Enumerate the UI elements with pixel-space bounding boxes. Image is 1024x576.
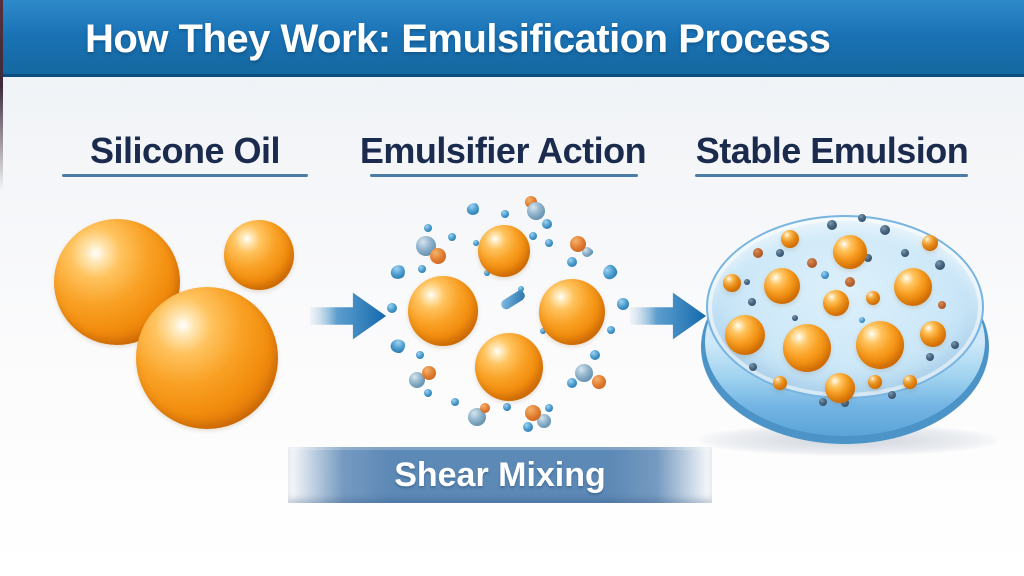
emulsion-particle — [753, 248, 763, 258]
emulsion-particle — [926, 353, 934, 361]
emulsion-particle — [903, 375, 917, 389]
shear-mixing-label: Shear Mixing — [394, 456, 606, 494]
emulsifier-particle — [503, 403, 511, 411]
oil-droplet — [136, 287, 278, 429]
emulsifier-particle — [473, 240, 479, 246]
emulsifier-particle — [545, 239, 553, 247]
emulsifier-particle — [527, 202, 545, 220]
emulsion-particle — [833, 235, 867, 269]
emulsifier-particle — [448, 233, 456, 241]
emulsion-particle — [781, 230, 799, 248]
emulsifier-particle — [567, 378, 577, 388]
emulsion-particle — [725, 315, 765, 355]
left-edge-artifact — [0, 0, 3, 190]
emulsifier-particle — [590, 350, 600, 360]
emulsifier-particle — [388, 336, 408, 356]
title-banner: How They Work: Emulsification Process — [0, 0, 1024, 77]
section-underline — [370, 174, 638, 177]
emulsion-particle — [823, 290, 849, 316]
oil-droplet — [224, 220, 294, 290]
emulsifier-particle — [601, 263, 619, 281]
emulsifier-particle — [465, 201, 481, 217]
emulsifier-particle — [418, 265, 426, 273]
emulsion-particle — [894, 268, 932, 306]
arrow-right-icon — [630, 292, 707, 340]
emulsion-particle — [901, 249, 909, 257]
section-underline — [695, 174, 968, 177]
emulsifier-particle — [499, 288, 527, 312]
emulsifier-particle — [484, 270, 490, 276]
emulsifier-particle — [409, 372, 425, 388]
emulsifier-particle — [478, 225, 530, 277]
emulsifier-particle — [539, 279, 605, 345]
emulsifier-particle — [475, 333, 543, 401]
emulsifier-particle — [518, 286, 524, 292]
emulsion-particle — [773, 376, 787, 390]
emulsifier-particle — [542, 219, 552, 229]
emulsion-particle — [764, 268, 800, 304]
emulsifier-particle — [545, 404, 553, 412]
emulsifier-particle — [540, 328, 546, 334]
emulsion-particle — [920, 321, 946, 347]
emulsifier-particle — [416, 351, 424, 359]
emulsifier-particle — [607, 326, 615, 334]
emulsion-particle — [827, 220, 837, 230]
emulsion-particle — [866, 291, 880, 305]
emulsion-particle — [792, 315, 798, 321]
emulsifier-particle — [570, 236, 586, 252]
emulsion-particle — [776, 249, 784, 257]
arrow-right-icon — [310, 292, 387, 340]
emulsifier-particle — [617, 298, 629, 310]
emulsifier-particle — [567, 257, 577, 267]
emulsion-particle — [807, 258, 817, 268]
emulsifier-particle — [389, 263, 407, 281]
emulsifier-particle — [523, 422, 533, 432]
emulsion-particle — [723, 274, 741, 292]
emulsion-particle — [922, 235, 938, 251]
emulsion-particle — [935, 260, 945, 270]
emulsion-particle — [845, 277, 855, 287]
emulsion-particle — [783, 324, 831, 372]
emulsion-particle — [825, 373, 855, 403]
emulsion-particle — [880, 225, 890, 235]
emulsion-particle — [864, 254, 872, 262]
emulsion-particle — [841, 399, 849, 407]
emulsion-particle — [744, 279, 750, 285]
emulsifier-particle — [387, 303, 397, 313]
emulsion-particle — [868, 375, 882, 389]
emulsifier-particle — [582, 247, 592, 257]
emulsifier-particle — [537, 414, 551, 428]
emulsifier-particle — [424, 389, 432, 397]
emulsion-particle — [951, 341, 959, 349]
section-label-emulsifier-action: Emulsifier Action — [359, 130, 647, 171]
emulsifier-particle — [501, 210, 509, 218]
emulsifier-particle — [592, 375, 606, 389]
emulsifier-particle — [480, 403, 490, 413]
emulsion-particle — [856, 321, 904, 369]
emulsifier-particle — [424, 224, 432, 232]
section-label-silicone-oil: Silicone Oil — [89, 130, 281, 171]
shear-mixing-bar: Shear Mixing — [288, 447, 712, 503]
emulsifier-particle — [430, 248, 446, 264]
emulsion-particle — [749, 363, 757, 371]
emulsion-particle — [819, 398, 827, 406]
emulsifier-particle — [529, 232, 537, 240]
emulsifier-particle — [575, 364, 593, 382]
section-underline — [62, 174, 308, 177]
emulsifier-particle — [451, 398, 459, 406]
emulsion-particle — [748, 298, 756, 306]
emulsifier-particle — [468, 408, 486, 426]
emulsifier-particle — [525, 405, 541, 421]
emulsion-particle — [858, 214, 866, 222]
emulsion-particle — [821, 271, 829, 279]
page-title: How They Work: Emulsification Process — [85, 17, 831, 61]
emulsion-particle — [859, 317, 865, 323]
emulsifier-particle — [408, 276, 478, 346]
emulsifier-particle — [422, 366, 436, 380]
emulsion-particle — [938, 301, 946, 309]
section-label-stable-emulsion: Stable Emulsion — [695, 130, 969, 171]
emulsion-particle — [888, 391, 896, 399]
